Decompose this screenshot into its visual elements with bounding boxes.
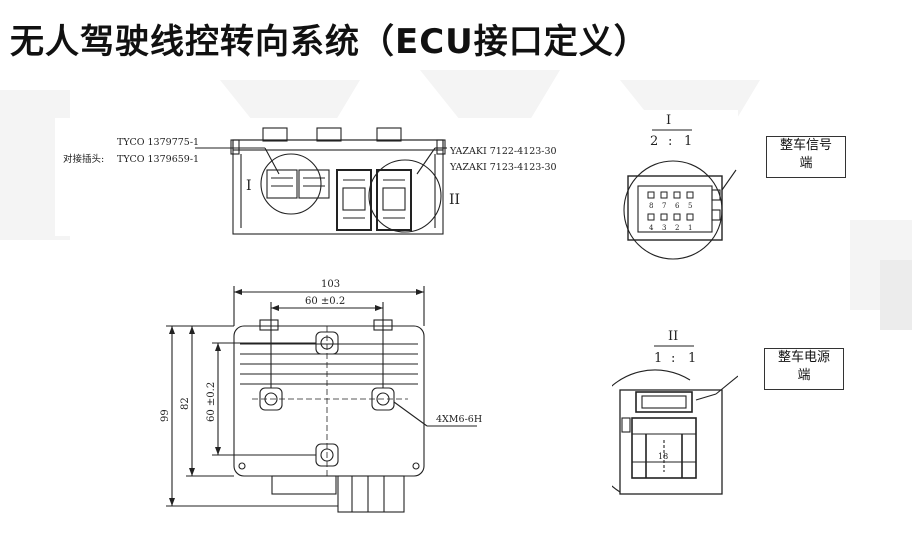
detail-1-marker: I (666, 113, 671, 128)
dim-overall-height: 99 (160, 409, 171, 422)
signal-port-label: 整车信号 端 (766, 136, 846, 178)
power-port-label-line-1: 整车电源 (777, 350, 830, 365)
detail-1-scale-right: 1 (684, 134, 692, 149)
detail-view-2: II 1 : 1 18 (588, 322, 739, 510)
pin-label-5: 5 (688, 202, 692, 210)
dim-hole-spacing-x: 60 ±0.2 (305, 296, 345, 307)
pin-label-3: 3 (662, 224, 666, 232)
connector-right-part-2: YAZAKI 7123-4123-30 (449, 162, 557, 173)
detail-view-1: I 2 : 1 8 7 6 5 (608, 110, 738, 262)
dim-overall-width: 103 (321, 279, 340, 290)
signal-port-label-line-1: 整车信号 (779, 138, 832, 153)
connector-right-part-1: YAZAKI 7122-4123-30 (449, 146, 557, 157)
detail-1-scale-sep: : (668, 134, 672, 149)
connector-left-part-1: TYCO 1379775-1 (117, 137, 199, 148)
detail-view-1-drawing: I 2 : 1 8 7 6 5 (623, 113, 737, 260)
pin-label-7: 7 (662, 202, 666, 210)
detail-marker-2: II (449, 192, 460, 208)
pin-label-2: 2 (675, 224, 679, 232)
thread-note: 4XM6-6H (436, 414, 482, 425)
detail-1-scale-left: 2 (650, 134, 658, 149)
pin-label-1: 1 (688, 224, 692, 232)
pin-label-4: 4 (649, 224, 654, 232)
detail-view-2-drawing: II 1 : 1 18 (588, 329, 739, 495)
pin-label-8: 8 (649, 202, 653, 210)
ecu-top-view-drawing: TYCO 1379775-1 对接插头: TYCO 1379659-1 YAZA… (63, 127, 557, 235)
ecu-top-view: TYCO 1379775-1 对接插头: TYCO 1379659-1 YAZA… (55, 118, 575, 236)
power-port-label-line-2: 端 (797, 368, 811, 383)
detail-marker-1: I (246, 178, 252, 194)
dim-hole-spacing-y: 60 ±0.2 (206, 382, 217, 422)
page-title: 无人驾驶线控转向系统（ECU接口定义） (10, 22, 649, 62)
detail-2-scale-left: 1 (654, 351, 662, 366)
ecu-dimension-drawing: 103 60 ±0.2 99 82 60 ±0.2 4XM6-6H (160, 279, 482, 513)
detail-2-scale-sep: : (671, 351, 675, 366)
ecu-dimension-view: 103 60 ±0.2 99 82 60 ±0.2 4XM6-6H (142, 270, 527, 518)
signal-port-label-line-2: 端 (799, 156, 813, 171)
power-port-label: 整车电源 端 (764, 348, 844, 390)
connector-left-part-2: TYCO 1379659-1 (117, 154, 199, 165)
dim-body-height: 82 (180, 397, 191, 410)
detail-2-scale-right: 1 (688, 351, 696, 366)
detail-2-marker: II (668, 329, 678, 344)
detail-2-pin-number: 18 (658, 452, 668, 461)
pin-label-6: 6 (675, 202, 680, 210)
connector-left-prefix: 对接插头: (63, 153, 104, 165)
